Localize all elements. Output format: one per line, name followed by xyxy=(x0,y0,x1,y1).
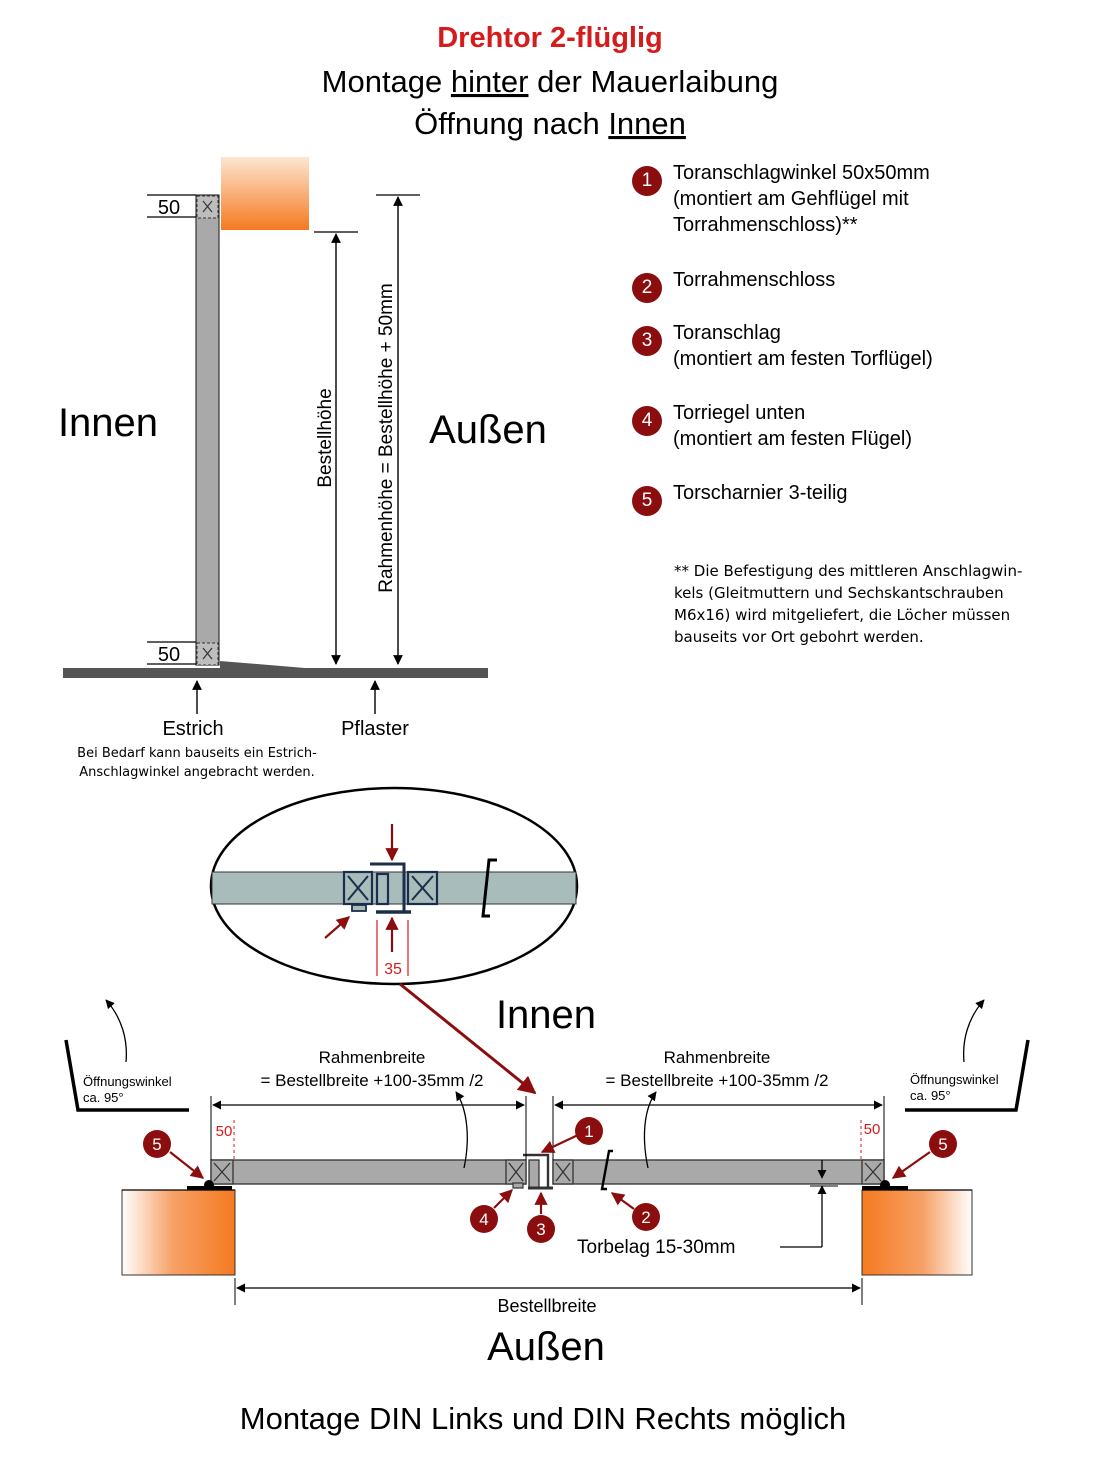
legend-marker-4: 4 xyxy=(632,406,662,436)
detail-profile-band xyxy=(211,871,577,905)
torbelag-label: Torbelag 15-30mm xyxy=(577,1237,735,1258)
detail-magnifier: 35 xyxy=(209,786,579,986)
gate-post-side xyxy=(195,194,220,666)
estrich-label: Estrich xyxy=(162,718,223,740)
detail-angle-top xyxy=(370,862,406,912)
innen-label-plan: Innen xyxy=(496,993,596,1037)
legend-text-5: Torscharnier 3-teilig xyxy=(673,482,848,504)
oeffnungswinkel-left-line1: Öffnungswinkel xyxy=(83,1074,172,1089)
main-title: Drehtor 2-flüglig xyxy=(437,22,663,54)
rahmenbreite-left-line1: Rahmenbreite xyxy=(319,1048,426,1067)
svg-text:3: 3 xyxy=(536,1220,545,1239)
legend-marker-3: 3 xyxy=(632,326,662,356)
side-view: 50 50 Bestellhöhe Rahmenhöhe = Bestellhö… xyxy=(58,157,547,780)
subtitle-opening: Öffnung nach Innen xyxy=(414,106,686,141)
aussen-label-side: Außen xyxy=(429,408,547,452)
marker-5-right: 5 xyxy=(891,1130,957,1179)
innen-label-side: Innen xyxy=(58,401,158,445)
detail-bolt xyxy=(351,904,367,912)
ramp xyxy=(220,661,305,668)
legend-marker-1: 1 xyxy=(632,166,662,196)
svg-text:4: 4 xyxy=(479,1210,488,1229)
svg-text:5: 5 xyxy=(152,1135,161,1154)
detail-latch xyxy=(375,872,390,906)
footnote-line-1: ** Die Befestigung des mittleren Anschla… xyxy=(674,562,1023,580)
dim-left-50: 50 xyxy=(216,1123,233,1140)
footnote-line-2: kels (Gleitmuttern und Sechskantschraube… xyxy=(674,584,1004,602)
legend-marker-5: 5 xyxy=(632,486,662,516)
hinge-left xyxy=(204,1180,214,1190)
footnote-line-4: bauseits vor Ort gebohrt werden. xyxy=(674,628,924,646)
footer-note: Montage DIN Links und DIN Rechts möglich xyxy=(240,1401,846,1436)
opening-angle-left-icon xyxy=(64,1039,189,1112)
subtitle-mounting: Montage hinter der Mauerlaibung xyxy=(322,64,779,99)
legend-text-1: Toranschlagwinkel 50x50mm (montiert am G… xyxy=(673,162,930,236)
marker-5-left: 5 xyxy=(143,1130,205,1179)
underlined-innen: Innen xyxy=(608,106,686,141)
rahmenhoehe-label: Rahmenhöhe = Bestellhöhe + 50mm xyxy=(376,283,397,592)
rahmenbreite-right-line2: = Bestellbreite +100-35mm /2 xyxy=(605,1071,828,1090)
estrich-note-line1: Bei Bedarf kann bauseits ein Estrich- xyxy=(77,746,317,761)
marker-1: 1 xyxy=(540,1117,603,1153)
plan-angle xyxy=(523,1153,550,1188)
legend-text-2: Torrahmenschloss xyxy=(673,269,836,291)
detail-pointer-arrow xyxy=(399,982,537,1095)
svg-text:5: 5 xyxy=(938,1135,947,1154)
aussen-label-plan: Außen xyxy=(487,1325,605,1369)
plan-view: Innen Rahme xyxy=(64,993,1030,1369)
estrich-note-line2: Anschlagwinkel angebracht werden. xyxy=(79,765,314,780)
dim-right-50: 50 xyxy=(864,1121,881,1138)
marker-4: 4 xyxy=(470,1189,513,1233)
dim-bottom-50: 50 xyxy=(158,644,180,666)
oeffnungswinkel-left-line2: ca. 95° xyxy=(83,1090,124,1105)
opening-angle-right-icon xyxy=(905,1039,1030,1112)
detail-dim-35: 35 xyxy=(384,961,402,978)
ground-line xyxy=(63,668,488,678)
bestellbreite-label: Bestellbreite xyxy=(497,1296,596,1316)
rahmenbreite-right-line1: Rahmenbreite xyxy=(664,1048,771,1067)
oeffnungswinkel-right-line1: Öffnungswinkel xyxy=(910,1072,999,1087)
underlined-hinter: hinter xyxy=(451,64,529,99)
plan-lock-bracket xyxy=(600,1149,613,1191)
hinge-right xyxy=(880,1180,890,1190)
detail-lock-bracket xyxy=(481,858,497,918)
svg-text:1: 1 xyxy=(584,1122,593,1141)
marker-2: 2 xyxy=(610,1192,660,1231)
svg-text:2: 2 xyxy=(641,1208,650,1227)
legend-text-3: Toranschlag (montiert am festen Torflüge… xyxy=(673,322,933,370)
marker-3: 3 xyxy=(527,1191,555,1243)
wall-right xyxy=(862,1190,972,1275)
bestellhoehe-label: Bestellhöhe xyxy=(315,388,336,487)
plan-latch xyxy=(528,1159,540,1189)
legend-marker-2: 2 xyxy=(632,273,662,303)
footnote-line-3: M6x16) wird mitgeliefert, die Löcher müs… xyxy=(674,606,1011,624)
footnote: ** Die Befestigung des mittleren Anschla… xyxy=(674,560,1034,648)
oeffnungswinkel-right-line2: ca. 95° xyxy=(910,1088,951,1103)
pflaster-label: Pflaster xyxy=(341,718,409,740)
wall-left xyxy=(122,1190,235,1275)
rahmenbreite-left-line2: = Bestellbreite +100-35mm /2 xyxy=(260,1071,483,1090)
gate-leaf-left xyxy=(210,1159,527,1185)
legend-text-4: Torriegel unten (montiert am festen Flüg… xyxy=(673,402,912,450)
dim-top-50: 50 xyxy=(158,197,180,219)
wall-lintel xyxy=(221,157,309,230)
